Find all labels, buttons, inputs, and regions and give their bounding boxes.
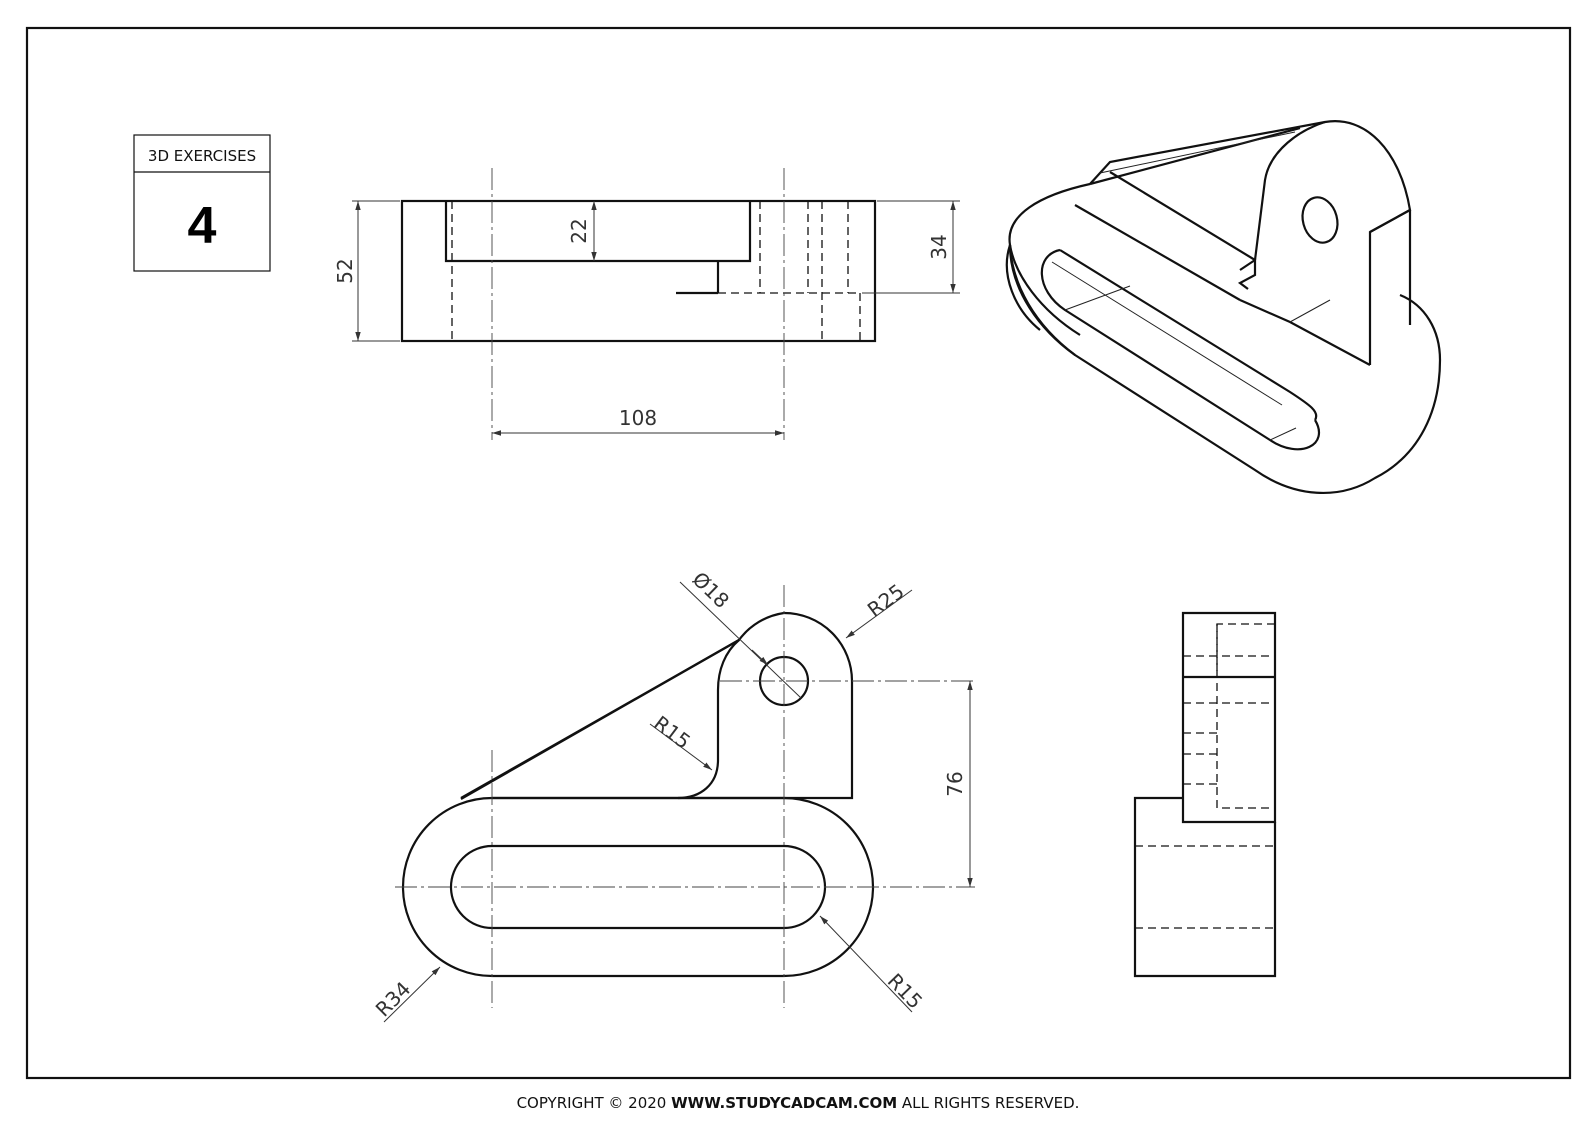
footer-prefix: COPYRIGHT © 2020 — [516, 1094, 672, 1112]
side-view — [1133, 611, 1277, 978]
copyright-footer: COPYRIGHT © 2020 WWW.STUDYCADCAM.COM ALL… — [0, 1094, 1596, 1112]
dim-34: 34 — [927, 234, 951, 259]
dim-outer-radius: R34 — [371, 977, 416, 1022]
isometric-view — [1005, 120, 1442, 494]
dim-52: 52 — [333, 258, 357, 283]
top-dimensions: Ø18 R25 R15 76 R34 R15 — [371, 567, 973, 1023]
dim-fillet-radius: R15 — [649, 711, 695, 754]
title-block: 3D EXERCISES 4 — [133, 134, 271, 272]
dim-hole-diameter: Ø18 — [688, 567, 734, 613]
footer-site-link[interactable]: WWW.STUDYCADCAM.COM — [671, 1094, 898, 1112]
exercise-number: 4 — [188, 197, 217, 255]
dim-76: 76 — [943, 771, 967, 796]
front-view — [400, 168, 877, 440]
dim-boss-radius: R25 — [863, 579, 909, 622]
sheet-border — [25, 26, 1572, 1080]
front-dimensions: 52 22 34 108 — [333, 200, 960, 436]
top-view — [395, 585, 975, 1008]
dim-22: 22 — [567, 218, 591, 243]
footer-suffix: ALL RIGHTS RESERVED. — [897, 1094, 1080, 1112]
dim-slot-radius: R15 — [883, 969, 928, 1014]
title-label: 3D EXERCISES — [148, 147, 256, 165]
dim-108: 108 — [619, 406, 657, 430]
